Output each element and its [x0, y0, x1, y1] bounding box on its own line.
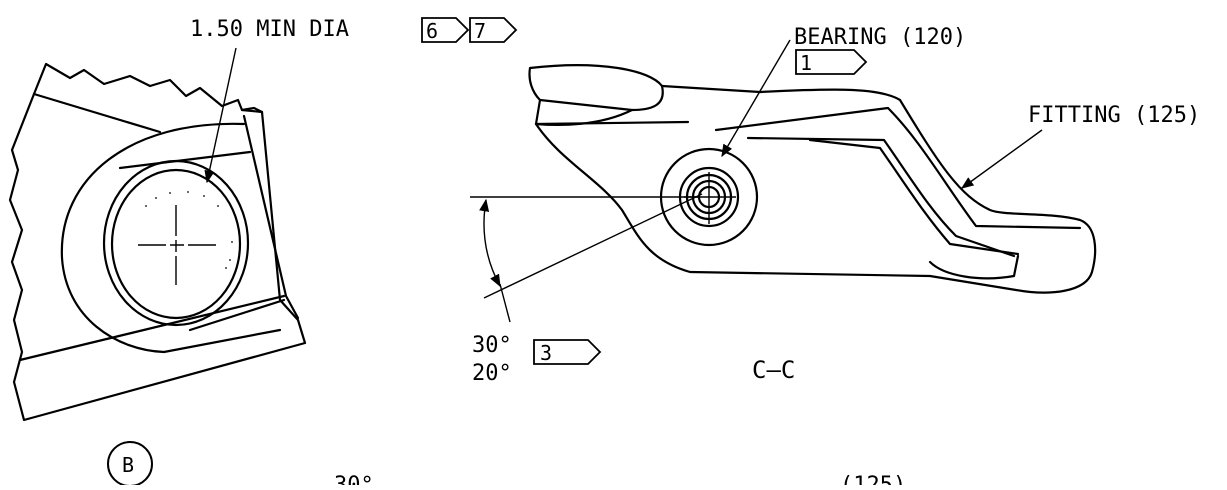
min-dia-leader	[204, 47, 237, 184]
flag-6: 6	[421, 17, 470, 43]
svg-text:6: 6	[426, 19, 438, 43]
detail-b-inner-edge	[242, 114, 300, 320]
fitting-upper-face	[534, 120, 690, 126]
svg-text:3: 3	[540, 341, 552, 365]
detail-b-bore-inner	[110, 168, 242, 320]
bearing-callout: BEARING (120) 1	[794, 25, 966, 75]
bearing-text: BEARING (120)	[794, 25, 966, 50]
fitting-lower-lug	[928, 254, 1020, 280]
flag-1: 1	[795, 49, 868, 75]
detail-b-band-bottom-2	[188, 298, 286, 332]
section-label: C–C	[752, 356, 795, 384]
cropped-ref-text: (125)	[840, 473, 906, 485]
bearing-symbol	[659, 147, 759, 247]
detail-b-edge	[240, 108, 264, 114]
angle-20-text: 20°	[472, 361, 512, 386]
detail-b-label: B	[107, 441, 153, 487]
bearing-leader	[721, 39, 791, 158]
angled-reference-line	[483, 193, 703, 299]
fitting-leader	[960, 129, 1043, 189]
detail-b-surface-dots	[145, 191, 233, 269]
angle-leader	[499, 283, 511, 323]
cropped-angle-text: 30°	[334, 473, 374, 485]
detail-b-bore-outer	[102, 159, 250, 327]
section-cc-view	[470, 39, 1097, 323]
angle-dimension-arc	[479, 198, 501, 288]
angle-30-text: 30°	[472, 333, 512, 358]
fitting-flange-2	[746, 136, 1016, 258]
angle-callout: 30° 20° 3	[472, 333, 602, 386]
svg-text:1: 1	[800, 51, 812, 75]
detail-b-outline	[8, 62, 307, 422]
detail-b-band-bottom	[18, 294, 286, 362]
fitting-text: FITTING (125)	[1028, 103, 1200, 128]
svg-text:B: B	[122, 453, 134, 477]
fitting-flange-1	[714, 106, 1082, 230]
detail-b-band-top	[118, 150, 252, 170]
flag-3: 3	[533, 339, 602, 365]
detail-b-top-face	[32, 92, 162, 134]
min-dia-text: 1.50 MIN DIA	[190, 17, 349, 42]
svg-text:7: 7	[474, 19, 486, 43]
cropped-bottom-text: 30° (125)	[334, 473, 906, 490]
flag-7: 7	[469, 17, 518, 43]
fitting-flange-3	[808, 138, 1020, 256]
min-dia-callout: 1.50 MIN DIA 6 7	[190, 17, 518, 43]
detail-b-boss	[60, 122, 282, 354]
fitting-body	[534, 84, 1097, 294]
fitting-upper-lug	[528, 64, 664, 112]
detail-b-view	[8, 47, 307, 422]
